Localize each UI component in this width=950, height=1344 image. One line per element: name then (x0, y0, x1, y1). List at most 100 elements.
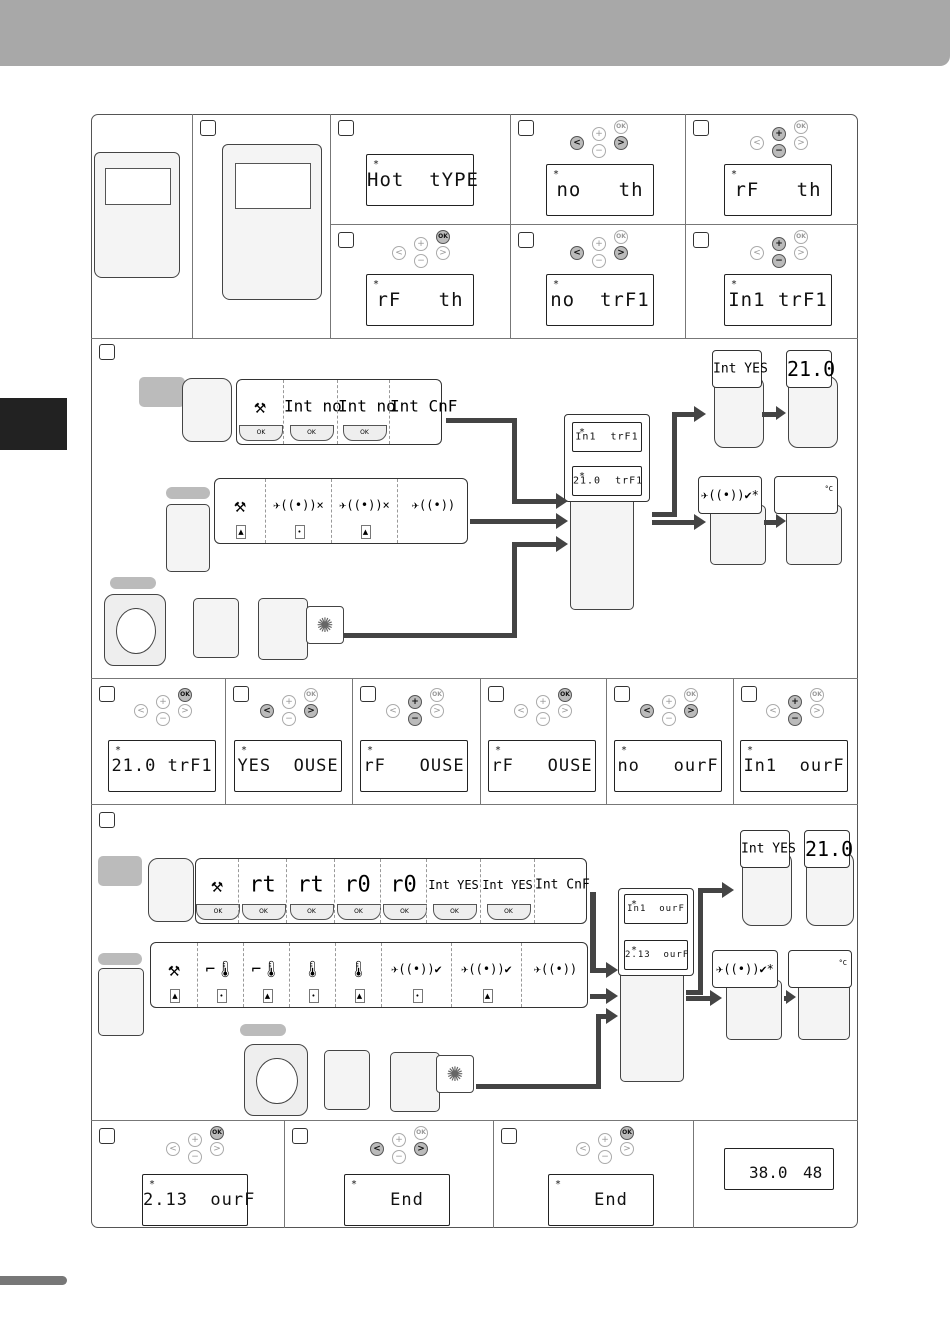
button-indicator: ▲ (262, 989, 273, 1003)
ok-button[interactable]: OK (620, 1126, 634, 1140)
ok-button[interactable]: OK (382, 904, 427, 920)
minus-button[interactable]: − (536, 712, 550, 726)
button-indicator: ▲ (236, 525, 246, 539)
plus-button[interactable]: + (772, 127, 786, 141)
minus-button[interactable]: − (592, 144, 606, 158)
plus-button[interactable]: + (592, 127, 606, 141)
right-button[interactable]: > (794, 246, 808, 260)
dial-thermostat (244, 1044, 308, 1116)
plus-button[interactable]: + (788, 695, 802, 709)
antenna-check-icon: ✈((•))✔* (716, 962, 774, 976)
left-button[interactable]: < (260, 704, 274, 718)
right-button[interactable]: > (210, 1142, 224, 1156)
ok-button[interactable]: OK (342, 425, 387, 441)
ok-button[interactable]: OK (289, 904, 334, 920)
left-button[interactable]: < (570, 246, 584, 260)
left-button[interactable]: < (392, 246, 406, 260)
right-button[interactable]: > (558, 704, 572, 718)
step-box (99, 344, 115, 360)
minus-button[interactable]: − (392, 1150, 406, 1164)
keypad: < + − > OK (748, 120, 820, 166)
ok-button[interactable]: OK (614, 120, 628, 134)
plus-button[interactable]: + (592, 237, 606, 251)
button-indicator: ▲ (354, 989, 365, 1003)
left-button[interactable]: < (570, 136, 584, 150)
step-box (501, 1128, 517, 1144)
antenna-icon: ✈((•))✔ (461, 961, 512, 976)
ok-button[interactable]: OK (239, 425, 283, 441)
plus-button[interactable]: + (188, 1133, 202, 1147)
ok-button[interactable]: OK (210, 1126, 224, 1140)
ok-button[interactable]: OK (794, 230, 808, 244)
left-button[interactable]: < (750, 246, 764, 260)
ok-button[interactable]: OK (430, 688, 444, 702)
ok-button[interactable]: OK (614, 230, 628, 244)
minus-button[interactable]: − (788, 712, 802, 726)
thermostat-callout: °C (774, 476, 838, 514)
minus-button[interactable]: − (598, 1150, 612, 1164)
keypad: < + − > OK (638, 688, 710, 734)
right-button[interactable]: > (614, 136, 628, 150)
plus-button[interactable]: + (662, 695, 676, 709)
ok-button[interactable]: OK (558, 688, 572, 702)
right-button[interactable]: > (620, 1142, 634, 1156)
ok-button[interactable]: OK (241, 904, 286, 920)
keypad: < + − > OK (568, 230, 640, 276)
left-button[interactable]: < (514, 704, 528, 718)
right-button[interactable]: > (430, 704, 444, 718)
left-button[interactable]: < (134, 704, 148, 718)
ok-button[interactable]: OK (432, 904, 477, 920)
left-button[interactable]: < (750, 136, 764, 150)
right-button[interactable]: > (414, 1142, 428, 1156)
left-button[interactable]: < (576, 1142, 590, 1156)
controller-illustration (94, 152, 180, 278)
ok-button[interactable]: OK (289, 425, 334, 441)
left-button[interactable]: < (386, 704, 400, 718)
left-button[interactable]: < (766, 704, 780, 718)
right-button[interactable]: > (614, 246, 628, 260)
digital-thermostat (166, 504, 210, 572)
button-indicator: ▲ (360, 525, 371, 539)
plus-button[interactable]: + (414, 237, 428, 251)
ok-button[interactable]: OK (684, 688, 698, 702)
minus-button[interactable]: − (414, 254, 428, 268)
right-button[interactable]: > (436, 246, 450, 260)
ok-button[interactable]: OK (196, 904, 240, 920)
plus-button[interactable]: + (598, 1133, 612, 1147)
keypad: < + − > OK (384, 688, 456, 734)
left-button[interactable]: < (640, 704, 654, 718)
right-button[interactable]: > (304, 704, 318, 718)
plus-button[interactable]: + (392, 1133, 406, 1147)
right-button[interactable]: > (810, 704, 824, 718)
minus-button[interactable]: − (282, 712, 296, 726)
minus-button[interactable]: − (662, 712, 676, 726)
minus-button[interactable]: − (188, 1150, 202, 1164)
ok-button[interactable]: OK (794, 120, 808, 134)
right-button[interactable]: > (178, 704, 192, 718)
minus-button[interactable]: − (592, 254, 606, 268)
ok-button[interactable]: OK (336, 904, 381, 920)
ok-button[interactable]: OK (178, 688, 192, 702)
ok-button[interactable]: OK (414, 1126, 428, 1140)
right-button[interactable]: > (794, 136, 808, 150)
minus-button[interactable]: − (408, 712, 422, 726)
plus-button[interactable]: + (282, 695, 296, 709)
plus-button[interactable]: + (772, 237, 786, 251)
button-indicator: • (412, 989, 423, 1003)
left-button[interactable]: < (370, 1142, 384, 1156)
ok-button[interactable]: OK (486, 904, 531, 920)
step-box (741, 686, 757, 702)
ok-button[interactable]: OK (436, 230, 450, 244)
left-button[interactable]: < (166, 1142, 180, 1156)
ok-button[interactable]: OK (304, 688, 318, 702)
plus-button[interactable]: + (536, 695, 550, 709)
minus-button[interactable]: − (156, 712, 170, 726)
minus-button[interactable]: − (772, 254, 786, 268)
right-button[interactable]: > (684, 704, 698, 718)
plus-button[interactable]: + (156, 695, 170, 709)
ok-button[interactable]: OK (810, 688, 824, 702)
minus-button[interactable]: − (772, 144, 786, 158)
plus-button[interactable]: + (408, 695, 422, 709)
step-box (99, 686, 115, 702)
